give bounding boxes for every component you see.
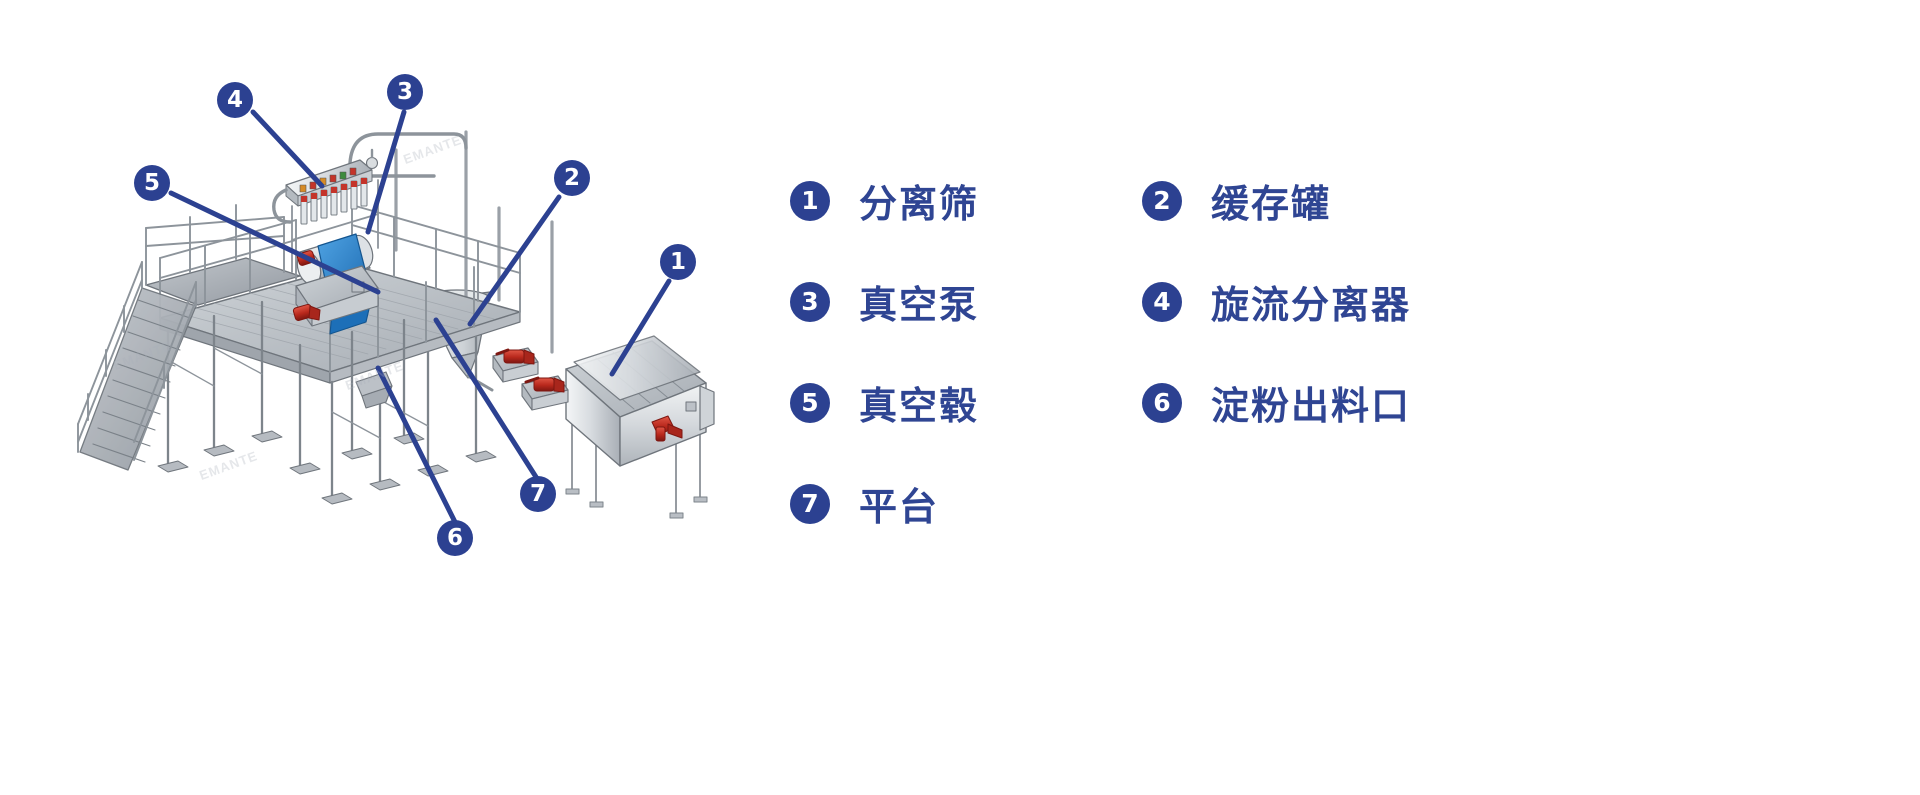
leader-4 (250, 109, 325, 189)
callout-marker-6[interactable]: 6 (437, 520, 473, 556)
legend-item-4[interactable]: 4 旋流分离器 (1142, 251, 1494, 352)
legend-badge-3: 3 (790, 281, 830, 322)
callout-marker-7[interactable]: 7 (520, 476, 556, 512)
legend-label-1: 分离筛 (859, 182, 980, 226)
legend-badge-2: 2 (1142, 180, 1182, 221)
legend-badge-7: 7 (790, 483, 830, 524)
legend-item-7[interactable]: 7 平台 (790, 453, 1142, 554)
leader-1 (609, 278, 672, 377)
legend-item-2[interactable]: 2 缓存罐 (1142, 150, 1494, 251)
leader-7 (433, 317, 539, 480)
callout-marker-3[interactable]: 3 (387, 74, 423, 110)
legend-badge-5: 5 (790, 382, 830, 423)
callout-marker-1[interactable]: 1 (660, 244, 696, 280)
legend-list: 1 分离筛 2 缓存罐 3 真空泵 4 旋流分离器 5 真空毂 6 淀粉出料口 … (790, 150, 1920, 570)
legend-label-2: 缓存罐 (1211, 182, 1332, 226)
callout-leader-lines (168, 109, 672, 525)
legend-label-3: 真空泵 (859, 283, 980, 327)
legend-badge-6: 6 (1142, 382, 1182, 423)
leader-6 (375, 365, 458, 525)
legend-item-6[interactable]: 6 淀粉出料口 (1142, 352, 1494, 453)
leader-5 (168, 190, 381, 295)
separator-screen-unit (565, 335, 715, 519)
equipment-diagram: EMANTE EMANTE EMANTE EMANTE 4 3 5 2 1 7 … (0, 0, 800, 795)
legend-item-5[interactable]: 5 真空毂 (790, 352, 1142, 453)
callout-marker-4[interactable]: 4 (217, 82, 253, 118)
legend-label-4: 旋流分离器 (1211, 283, 1412, 327)
vacuum-pumps (492, 347, 569, 411)
legend-label-7: 平台 (859, 485, 940, 529)
legend-badge-1: 1 (790, 180, 830, 221)
legend-label-6: 淀粉出料口 (1211, 384, 1412, 428)
callout-marker-2[interactable]: 2 (554, 160, 590, 196)
legend-item-3[interactable]: 3 真空泵 (790, 251, 1142, 352)
leader-2 (467, 194, 562, 327)
vacuum-hub-drum (292, 233, 379, 335)
legend-item-1[interactable]: 1 分离筛 (790, 150, 1142, 251)
legend-badge-4: 4 (1142, 281, 1182, 322)
red-valve (651, 415, 683, 442)
leader-3 (365, 109, 407, 235)
access-stairs (77, 261, 197, 471)
cyclone-separator (272, 148, 379, 273)
callout-marker-5[interactable]: 5 (134, 165, 170, 201)
drum-drive-motor-lower (292, 303, 321, 321)
legend-label-5: 真空毂 (859, 384, 980, 428)
